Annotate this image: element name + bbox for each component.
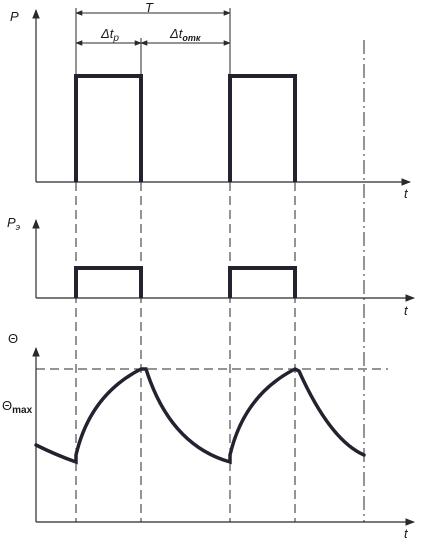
pe-time-label: t <box>404 303 409 318</box>
dt-p-sub: p <box>112 33 119 44</box>
pe-main: P <box>7 215 16 230</box>
theta-max-sub: max <box>12 405 32 416</box>
panel-power: P t <box>10 9 411 201</box>
theta-max-main: Θ <box>2 398 12 413</box>
theta-axis-label: Θ <box>8 331 18 346</box>
p-axis-label: P <box>10 9 19 24</box>
dt-p-main: t <box>110 26 115 41</box>
dimension-annotations: T Δtp Δtотк <box>75 0 231 76</box>
guide-lines <box>36 40 388 522</box>
period-label: T <box>145 0 154 15</box>
panel-equivalent-power: Pэ t <box>7 215 415 318</box>
pe-sub: э <box>16 222 21 232</box>
delta-symbol-2: Δ <box>169 26 179 41</box>
pause-duration-label: Δtотк <box>169 26 201 43</box>
p-time-label: t <box>404 186 409 201</box>
pe-pulse-train <box>74 266 297 298</box>
p-pulse-train <box>74 74 297 182</box>
dt-otk-main: t <box>179 26 184 41</box>
dt-otk-sub: отк <box>182 33 201 43</box>
panel-temperature: Θ Θmax t <box>2 331 415 541</box>
delta-symbol-1: Δ <box>100 26 110 41</box>
theta-max-label: Θmax <box>2 398 33 416</box>
pulse-duration-label: Δtp <box>100 26 119 44</box>
theta-time-label: t <box>404 526 409 541</box>
pe-axis-label: Pэ <box>7 215 21 232</box>
temperature-curve <box>34 367 366 465</box>
